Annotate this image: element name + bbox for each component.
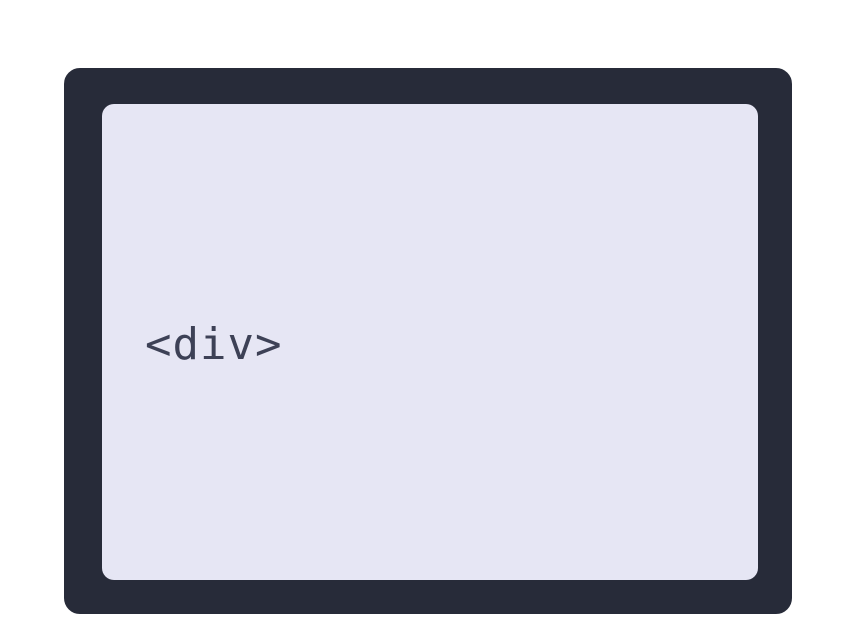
code-card: <div> <p></p> <form> </form> </div>	[62, 66, 794, 616]
code-line: <div>	[145, 319, 283, 370]
code-panel: <div> <p></p> <form> </form> </div>	[102, 104, 758, 580]
code-line: <p></p>	[145, 557, 758, 580]
code-block: <div> <p></p> <form> </form> </div>	[102, 104, 758, 580]
